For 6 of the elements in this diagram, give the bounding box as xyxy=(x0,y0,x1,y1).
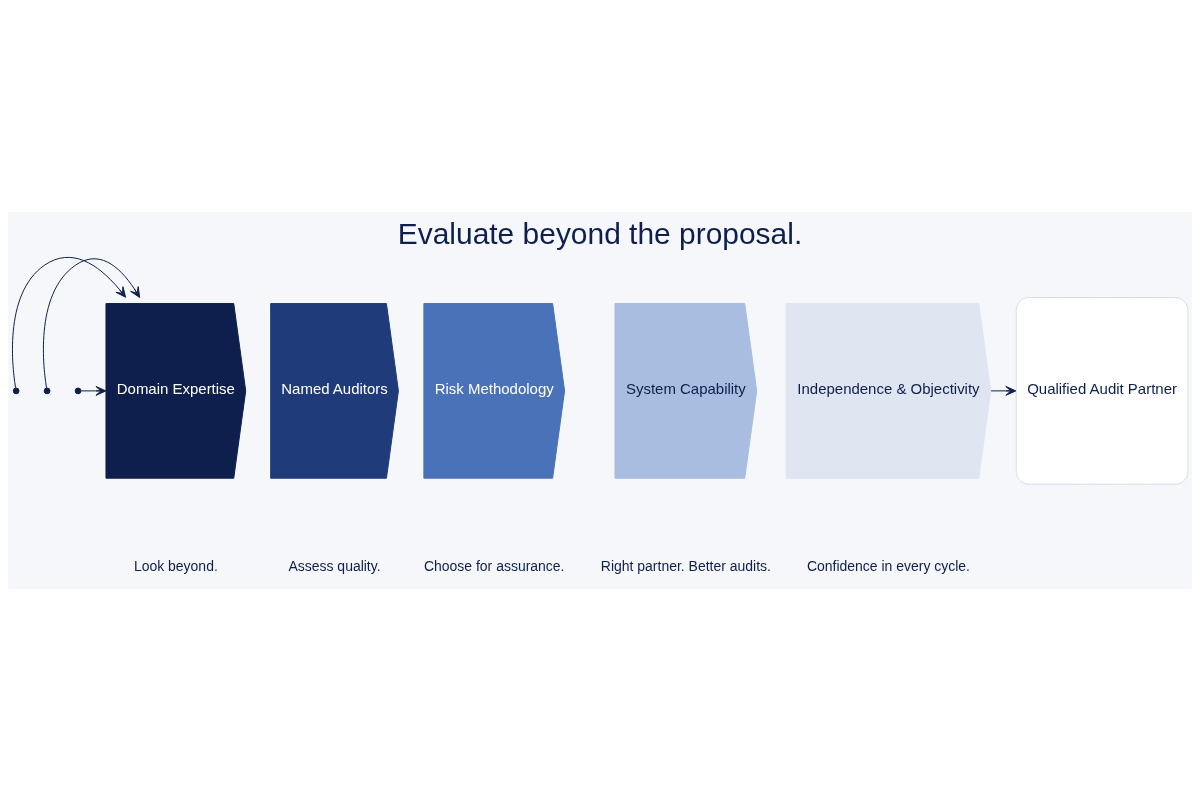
label: Right partner. Better audits. xyxy=(600,557,771,574)
label: Choose for assurance. xyxy=(423,557,565,574)
diagram-title: Evaluate beyond the proposal. xyxy=(397,216,803,250)
label: Confidence in every cycle. xyxy=(806,557,970,574)
label: Look beyond. xyxy=(133,557,218,574)
label: Assess quality. xyxy=(288,557,381,574)
